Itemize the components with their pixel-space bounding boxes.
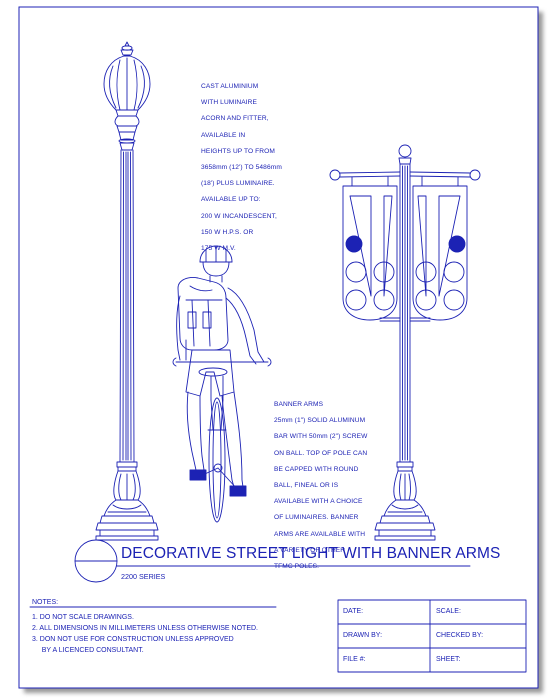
drawing-title: DECORATIVE STREET LIGHT WITH BANNER ARMS bbox=[121, 545, 501, 562]
luminaire-note-line: 200 W INCANDESCENT, bbox=[201, 212, 277, 220]
date-label: DATE: bbox=[343, 608, 364, 615]
luminaire-note: CAST ALUMINIUM WITH LUMINAIRE ACORN AND … bbox=[201, 75, 282, 261]
luminaire-note-line: 175 W M.V. bbox=[201, 244, 236, 252]
drawn-by-label: DRAWN BY: bbox=[343, 632, 383, 639]
banner-note-line: OF LUMINAIRES. BANNER bbox=[274, 514, 359, 522]
luminaire-note-line: ACORN AND FITTER, bbox=[201, 115, 269, 123]
luminaire-note-line: HEIGHTS UP TO FROM bbox=[201, 147, 275, 155]
notes-heading: NOTES: bbox=[32, 599, 59, 606]
banner-note-line: AVAILABLE WITH A CHOICE bbox=[274, 498, 363, 506]
luminaire-note-line: WITH LUMINAIRE bbox=[201, 99, 257, 107]
luminaire-note-line: 150 W H.P.S. OR bbox=[201, 228, 254, 236]
series-label: 2200 SERIES bbox=[121, 572, 166, 581]
note-item: 1. DO NOT SCALE DRAWINGS. bbox=[32, 614, 134, 621]
scale-label: SCALE: bbox=[436, 608, 461, 615]
banner-arms-note: BANNER ARMS 25mm (1") SOLID ALUMINUM BAR… bbox=[274, 393, 367, 579]
luminaire-note-line: 3658mm (12') TO 5486mm bbox=[201, 164, 282, 172]
banner-arm-pole bbox=[329, 144, 481, 541]
sheet-border bbox=[18, 6, 539, 689]
banner-note-line: TFMC POLES. bbox=[274, 562, 320, 570]
sheet-label: SHEET: bbox=[436, 656, 461, 663]
cyclist-figure bbox=[172, 245, 272, 523]
banner-note-line: ARMS ARE AVAILABLE WITH bbox=[274, 530, 366, 538]
luminaire-note-line: AVAILABLE IN bbox=[201, 131, 246, 139]
decorative-light-pole bbox=[95, 41, 159, 541]
banner-note-line: BANNER ARMS bbox=[274, 401, 324, 409]
banner-note-line: BAR WITH 50mm (2") SCREW bbox=[274, 433, 368, 441]
title-symbol bbox=[74, 539, 118, 583]
banner-note-line: ON BALL. TOP OF POLE CAN bbox=[274, 449, 368, 457]
banner-note-line: BE CAPPED WITH ROUND bbox=[274, 465, 359, 473]
banner-note-line: BALL, FINEAL OR IS bbox=[274, 482, 339, 490]
note-item: 3. DON NOT USE FOR CONSTRUCTION UNLESS A… bbox=[32, 636, 234, 643]
banner-note-line: A VARIETY OF OTHER bbox=[274, 546, 346, 554]
luminaire-note-line: (18') PLUS LUMINAIRE. bbox=[201, 180, 275, 188]
luminaire-note-line: CAST ALUMINIUM bbox=[201, 83, 259, 91]
note-item: BY A LICENCED CONSULTANT. bbox=[32, 647, 144, 654]
checked-by-label: CHECKED BY: bbox=[436, 632, 484, 639]
note-item: 2. ALL DIMENSIONS IN MILLIMETERS UNLESS … bbox=[32, 625, 258, 632]
luminaire-note-line: AVAILABLE UP TO: bbox=[201, 196, 261, 204]
file-number-label: FILE #: bbox=[343, 656, 366, 663]
title-block-grid bbox=[337, 599, 527, 673]
banner-note-line: 25mm (1") SOLID ALUMINUM bbox=[274, 417, 366, 425]
